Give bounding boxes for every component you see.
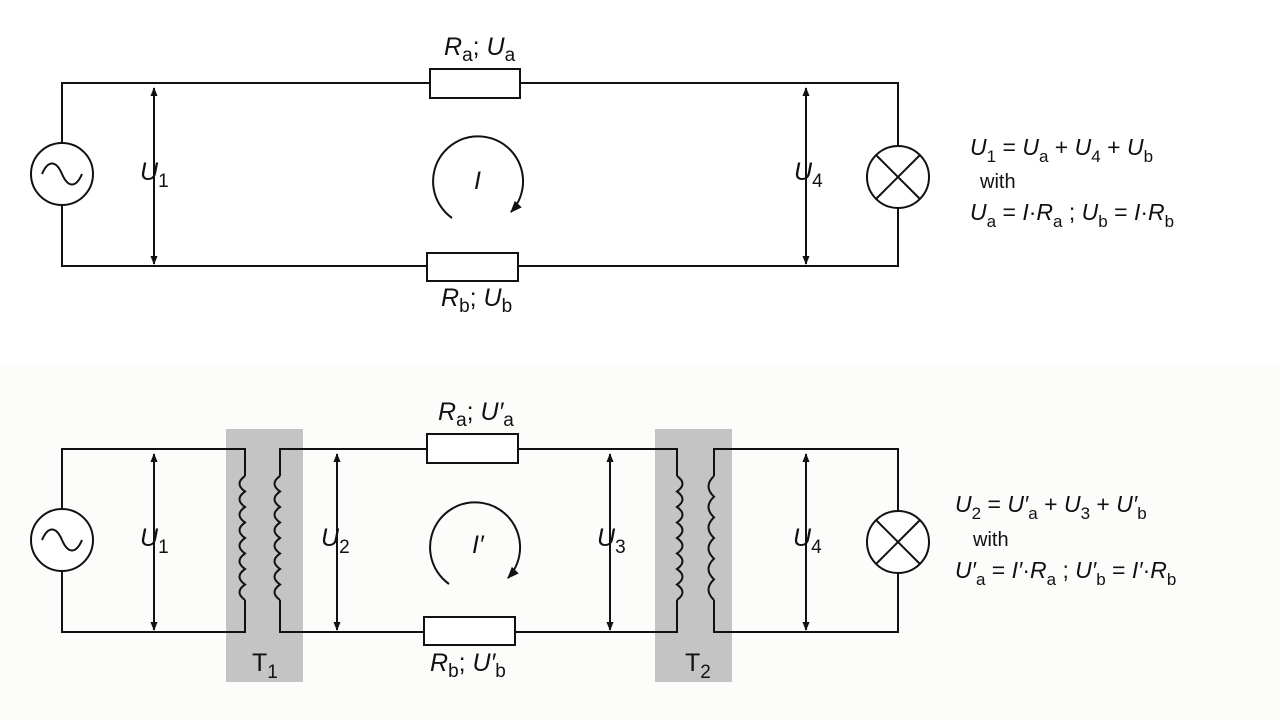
top-u4-label: U4: [794, 158, 823, 192]
bottom-equation-line-1: U2 = U′a + U3 + U′b: [955, 491, 1147, 523]
top-equations: U1 = Ua + U4 + Ub with Ua = I·Ra ; Ub = …: [970, 134, 1174, 231]
transformer-t1-core: [226, 429, 303, 682]
bottom-panel-background: [0, 363, 1280, 720]
bottom-resistor-a-label: Ra; U′a: [438, 398, 514, 431]
bottom-u3-label: U3: [597, 524, 626, 558]
top-lamp-icon: [866, 145, 930, 209]
top-ac-source-icon: [30, 142, 94, 206]
top-resistor-b-label: Rb; Ub: [441, 284, 512, 317]
top-equation-with: with: [979, 171, 1016, 193]
bottom-wires: [61, 448, 899, 633]
bottom-current-label: I′: [472, 531, 485, 559]
top-resistor-a: [429, 68, 521, 99]
bottom-current-loop-arrow: [429, 501, 522, 585]
top-u1-label: U1: [140, 158, 169, 192]
top-current-loop-arrow: [432, 135, 525, 219]
bottom-u1-label: U1: [140, 524, 169, 558]
bottom-resistor-b: [423, 616, 516, 646]
bottom-u4-label: U4: [793, 524, 822, 558]
bottom-lamp-icon: [866, 510, 930, 574]
transformer-t2-label: T2: [685, 649, 711, 683]
bottom-circuit: Ra; U′a Rb; U′b U1 U2 U3 U4 I′ T1 T2: [30, 398, 1176, 683]
top-circuit: Ra; Ua Rb; Ub U1 U4 I U1 = Ua + U4 + Ub …: [30, 33, 1174, 317]
top-current-label: I: [474, 167, 481, 195]
top-equation-line-1: U1 = Ua + U4 + Ub: [970, 134, 1153, 166]
bottom-equation-line-3: U′a = I′·Ra ; U′b = I′·Rb: [955, 557, 1176, 589]
bottom-u2-label: U2: [321, 524, 350, 558]
bottom-resistor-b-label: Rb; U′b: [430, 649, 506, 682]
transformer-t2-coils-icon: [675, 475, 716, 601]
bottom-equation-with: with: [972, 529, 1009, 551]
bottom-resistor-a: [426, 433, 519, 464]
top-resistor-a-label: Ra; Ua: [444, 33, 516, 66]
bottom-equations: U2 = U′a + U3 + U′b with U′a = I′·Ra ; U…: [955, 491, 1176, 589]
transformer-t2-core: [655, 429, 732, 682]
transformer-t1-coils-icon: [238, 475, 282, 601]
transformer-t1-label: T1: [252, 649, 278, 683]
bottom-ac-source-icon: [30, 508, 94, 572]
top-wires: [61, 82, 899, 267]
top-resistor-b: [426, 252, 519, 282]
top-equation-line-3: Ua = I·Ra ; Ub = I·Rb: [970, 199, 1174, 231]
